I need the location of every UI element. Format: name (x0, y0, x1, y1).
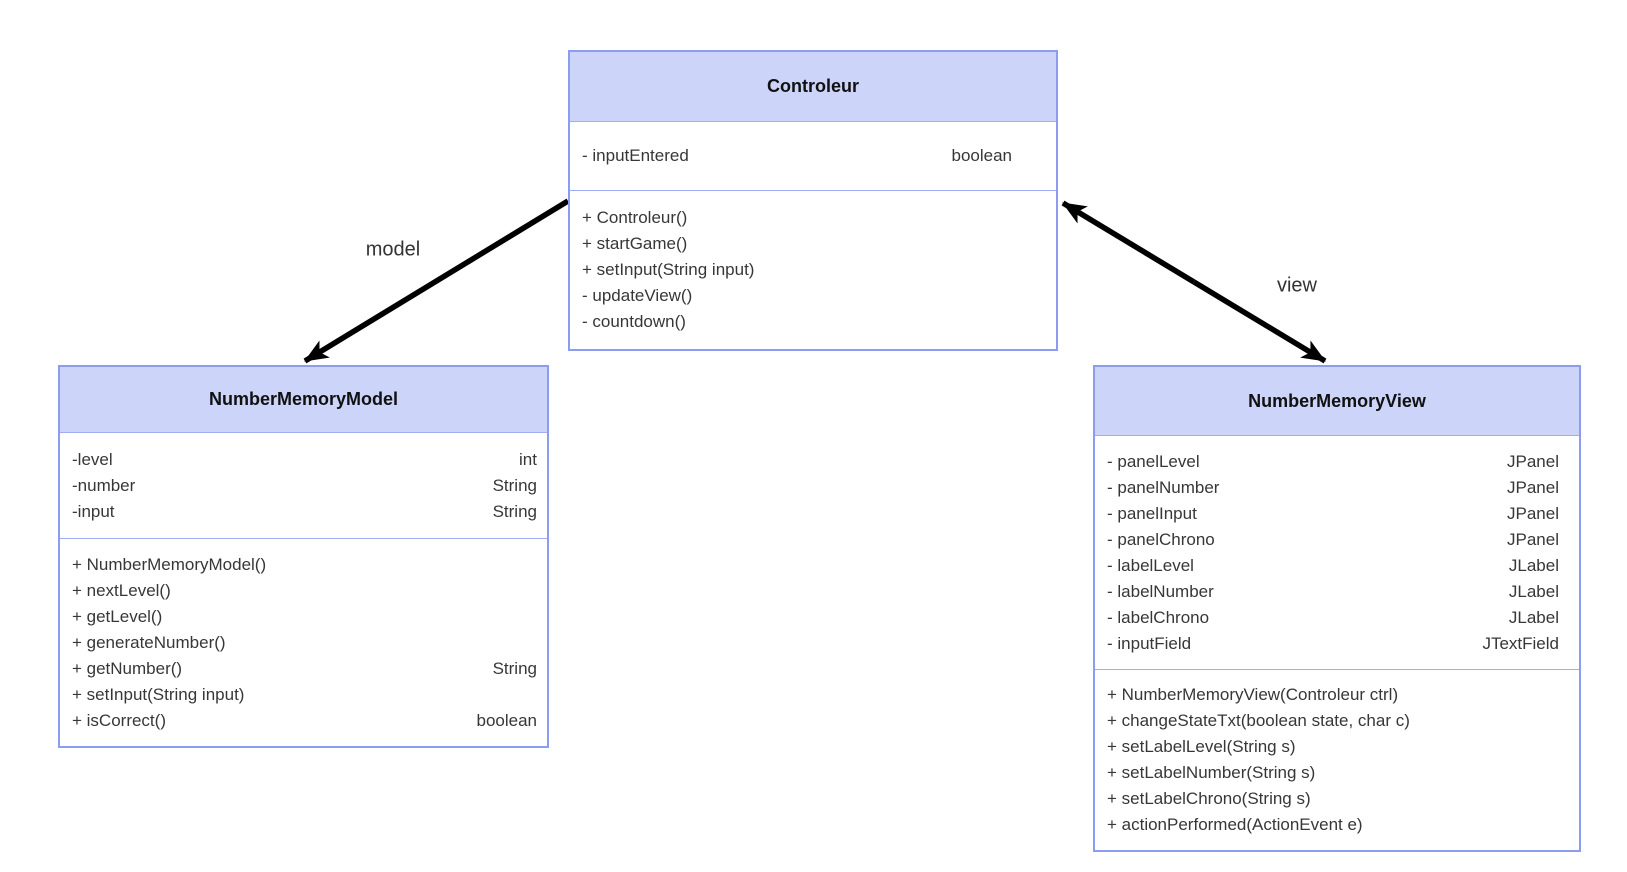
member-name: + NumberMemoryView(Controleur ctrl) (1107, 685, 1399, 704)
method-row: + generateNumber() (60, 630, 547, 656)
member-type: boolean (951, 146, 1012, 165)
method-row: + nextLevel() (60, 578, 547, 604)
member-type: String (492, 475, 537, 495)
attribute-row: - inputEntered boolean (570, 143, 1056, 169)
member-type: JTextField (1482, 633, 1559, 653)
member-name: - labelLevel (1107, 555, 1194, 575)
method-row: + setInput(String input) (60, 682, 547, 708)
member-name: - labelChrono (1107, 607, 1210, 627)
member-name: + isCorrect() (72, 710, 166, 730)
method-row: + setInput(String input) (570, 257, 1056, 283)
member-type: String (492, 501, 537, 521)
method-row: + getLevel() (60, 604, 547, 630)
attribute-row: - labelChrono JLabel (1095, 605, 1579, 631)
member-type: int (519, 449, 537, 469)
view-relation-label: view (1276, 274, 1318, 297)
class-controleur: Controleur - inputEntered boolean + Contr… (568, 50, 1058, 351)
class-number-memory-view-title: NumberMemoryView (1095, 367, 1579, 436)
member-name: - panelNumber (1107, 477, 1220, 497)
method-row: + NumberMemoryModel() (60, 552, 547, 578)
member-name: + getLevel() (72, 606, 163, 626)
attribute-row: - panelLevel JPanel (1095, 449, 1579, 475)
attribute-row: - panelChrono JPanel (1095, 527, 1579, 553)
class-number-memory-model-title: NumberMemoryModel (60, 367, 547, 433)
method-row: + setLabelChrono(String s) (1095, 786, 1579, 812)
member-name: + setInput(String input) (72, 684, 245, 704)
member-name: - labelNumber (1107, 581, 1214, 601)
class-controleur-title: Controleur (570, 52, 1056, 122)
member-name: - panelInput (1107, 503, 1197, 523)
method-row: + setLabelLevel(String s) (1095, 734, 1579, 760)
member-type: JPanel (1507, 477, 1559, 497)
member-name: + setLabelNumber(String s) (1107, 763, 1316, 782)
attribute-row: - inputField JTextField (1095, 631, 1579, 657)
member-name: - countdown() (582, 312, 686, 331)
member-type: JLabel (1508, 607, 1559, 627)
attribute-row: - labelNumber JLabel (1095, 579, 1579, 605)
method-row: - countdown() (570, 309, 1056, 335)
member-name: - panelChrono (1107, 529, 1215, 549)
member-name: + setLabelChrono(String s) (1107, 789, 1311, 808)
number-memory-model-methods: + NumberMemoryModel() + nextLevel() + getL… (60, 539, 547, 746)
method-row: + NumberMemoryView(Controleur ctrl) (1095, 682, 1579, 708)
member-type: JLabel (1508, 555, 1559, 575)
method-row: + changeStateTxt(boolean state, char c) (1095, 708, 1579, 734)
model-relation-label: model (365, 238, 421, 261)
method-row: - updateView() (570, 283, 1056, 309)
member-name: + NumberMemoryModel() (72, 554, 267, 574)
member-name: + setInput(String input) (582, 260, 755, 279)
model-arrow (303, 198, 570, 364)
member-name: -number (72, 475, 136, 495)
attribute-row: - labelLevel JLabel (1095, 553, 1579, 579)
member-name: - inputField (1107, 633, 1192, 653)
member-type: boolean (476, 710, 537, 730)
member-name: + setLabelLevel(String s) (1107, 737, 1296, 756)
attribute-row: -level int (60, 447, 547, 473)
member-name: + Controleur() (582, 208, 688, 227)
member-type: String (492, 658, 537, 678)
member-name: + getNumber() (72, 658, 183, 678)
method-row: + actionPerformed(ActionEvent e) (1095, 812, 1579, 838)
attribute-row: - panelInput JPanel (1095, 501, 1579, 527)
member-name: + actionPerformed(ActionEvent e) (1107, 815, 1363, 834)
method-row: + setLabelNumber(String s) (1095, 760, 1579, 786)
member-name: -level (72, 449, 113, 469)
member-type: JLabel (1508, 581, 1559, 601)
member-name: -input (72, 501, 115, 521)
method-row: + getNumber() String (60, 656, 547, 682)
controleur-attributes: - inputEntered boolean (570, 122, 1056, 191)
member-name: - updateView() (582, 286, 693, 305)
member-type: JPanel (1507, 451, 1559, 471)
method-row: + Controleur() (570, 205, 1056, 231)
attribute-row: -number String (60, 473, 547, 499)
member-name: + nextLevel() (72, 580, 171, 600)
member-type: JPanel (1507, 529, 1559, 549)
attribute-row: - panelNumber JPanel (1095, 475, 1579, 501)
method-row: + startGame() (570, 231, 1056, 257)
method-row: + isCorrect() boolean (60, 708, 547, 734)
member-name: - inputEntered (582, 146, 689, 165)
member-name: + generateNumber() (72, 632, 226, 652)
number-memory-view-methods: + NumberMemoryView(Controleur ctrl) + cha… (1095, 670, 1579, 850)
member-name: - panelLevel (1107, 451, 1200, 471)
member-name: + changeStateTxt(boolean state, char c) (1107, 711, 1410, 730)
controleur-methods: + Controleur() + startGame() + setInput(St… (570, 191, 1056, 349)
member-type: JPanel (1507, 503, 1559, 523)
member-name: + startGame() (582, 234, 688, 253)
attribute-row: -input String (60, 499, 547, 525)
